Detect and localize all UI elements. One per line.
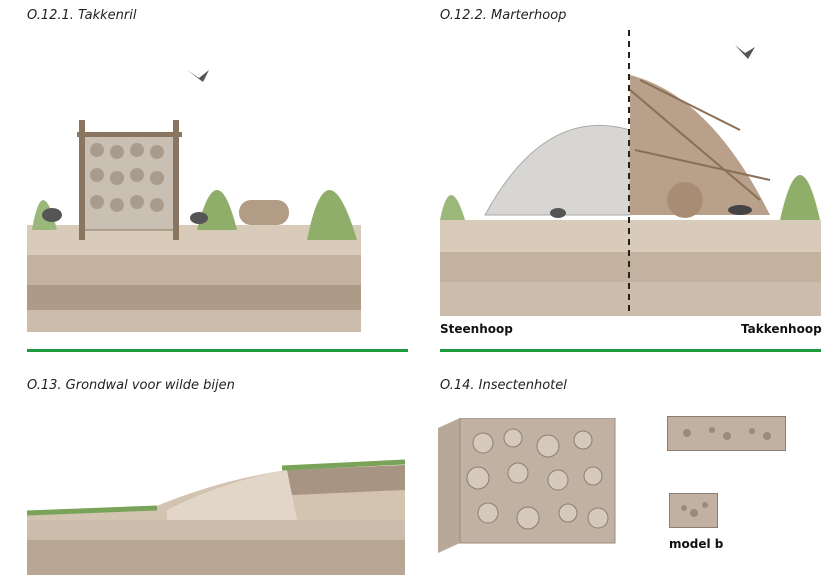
model-b-block [669,493,718,528]
insectenhotel-illustration [438,418,616,553]
label-model-b: model b [669,537,724,551]
label-takkenhoop: Takkenhoop [741,322,822,336]
figure-title-insectenhotel: O.14. Insectenhotel [440,378,567,393]
model-a-block [667,416,786,451]
label-steenhoop: Steenhoop [440,322,513,336]
section-divider [440,349,821,352]
marterhoop-illustration [440,30,821,316]
figure-title-grondwal: O.13. Grondwal voor wilde bijen [27,378,235,393]
section-divider [27,349,408,352]
grondwal-illustration [27,459,405,575]
takkenril-illustration [27,70,361,332]
figure-title-marterhoop: O.12.2. Marterhoop [440,8,567,23]
figure-title-takkenril: O.12.1. Takkenril [27,8,137,23]
